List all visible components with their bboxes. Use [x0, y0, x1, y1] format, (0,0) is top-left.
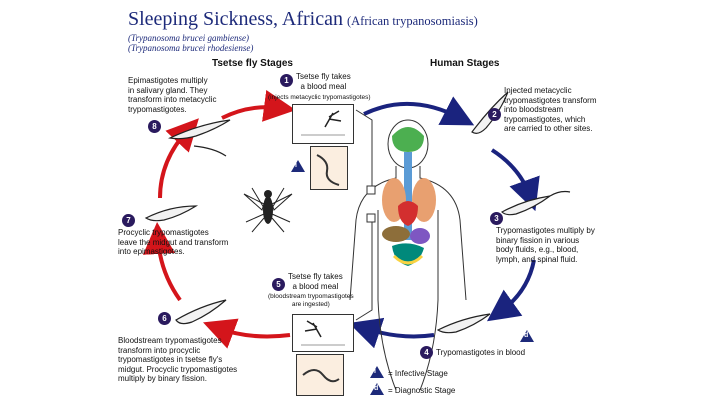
- bloodstream-trypomastigote-icon: [302, 369, 340, 383]
- diagram-title: Sleeping Sickness, African (African tryp…: [128, 8, 478, 31]
- step-2-text: Injected metacyclic trypomastigotes tran…: [504, 86, 597, 134]
- step-2-badge: 2: [488, 108, 501, 121]
- arrow-2-to-3: [490, 148, 540, 212]
- arrow-6-to-7: [142, 222, 182, 302]
- mosquito-feeding-icon: [301, 320, 345, 346]
- arrow-7-to-8: [158, 118, 199, 199]
- infective-stage-icon: i: [291, 160, 305, 172]
- trypanosome-s7: [144, 205, 199, 222]
- diagnostic-stage-icon: d: [520, 330, 534, 342]
- step-1-badge: 1: [280, 74, 293, 87]
- species-gambiense: (Trypanosoma brucei gambiense): [128, 33, 249, 43]
- step-1-note: (injects metacyclic trypomastigotes): [268, 94, 371, 101]
- step-8-text: Epimastigotes multiply in salivary gland…: [128, 76, 217, 114]
- step-5-note: (bloodstream trypomastigotes are ingeste…: [268, 293, 354, 308]
- trypanosome-s3: [501, 190, 571, 216]
- step-3-text: Trypomastigotes multiply by binary fissi…: [496, 226, 595, 264]
- arrow-5-to-6: [203, 318, 291, 349]
- step-7-badge: 7: [122, 214, 135, 227]
- legend-infective-icon: i: [370, 366, 384, 378]
- trypanosome-s8: [167, 119, 231, 157]
- step-7-text: Procyclic trypomastigotes leave the midg…: [118, 228, 229, 257]
- trypanosome-s6: [175, 299, 227, 325]
- step-3-badge: 3: [490, 212, 503, 225]
- step-4-badge: 4: [420, 346, 433, 359]
- arrow-3-to-4: [486, 259, 536, 322]
- trypomastigote-closeup-icon: [316, 154, 340, 186]
- mosquito-biting-icon: [301, 110, 345, 136]
- step-5-closeup-panel: [296, 354, 344, 396]
- step-5-badge: 5: [272, 278, 285, 291]
- title-main: Sleeping Sickness, African: [128, 8, 343, 30]
- step-1-panel: [292, 104, 354, 144]
- heading-human-stages: Human Stages: [430, 58, 500, 69]
- trypanosome-s4: [436, 313, 491, 334]
- arrow-1-to-2: [363, 96, 475, 126]
- arrow-8-to-1: [221, 90, 296, 122]
- step-1-title: Tsetse fly takes a blood meal: [296, 72, 351, 91]
- step-8-badge: 8: [148, 120, 161, 133]
- heading-tsetse-stages: Tsetse fly Stages: [212, 58, 293, 69]
- title-sub: (African trypanosomiasis): [346, 14, 478, 28]
- arrow-4-to-5: [348, 317, 435, 349]
- step-1-closeup-panel: [310, 146, 348, 190]
- legend-diagnostic-icon: d: [370, 383, 384, 395]
- step-5-panel: [292, 314, 354, 352]
- human-organs-drawing: [382, 127, 436, 266]
- species-rhodesiense: (Trypanosoma brucei rhodesiense): [128, 43, 254, 53]
- legend-diagnostic-label: = Diagnostic Stage: [388, 386, 456, 395]
- step-6-badge: 6: [158, 312, 171, 325]
- step-6-text: Bloodstream trypomastigotes transform in…: [118, 336, 238, 384]
- tsetse-fly-drawing: [243, 187, 293, 233]
- legend-infective-label: = Infective Stage: [388, 369, 448, 378]
- step-4-text: Trypomastigotes in blood: [436, 348, 526, 357]
- step-5-title: Tsetse fly takes a blood meal: [288, 272, 343, 291]
